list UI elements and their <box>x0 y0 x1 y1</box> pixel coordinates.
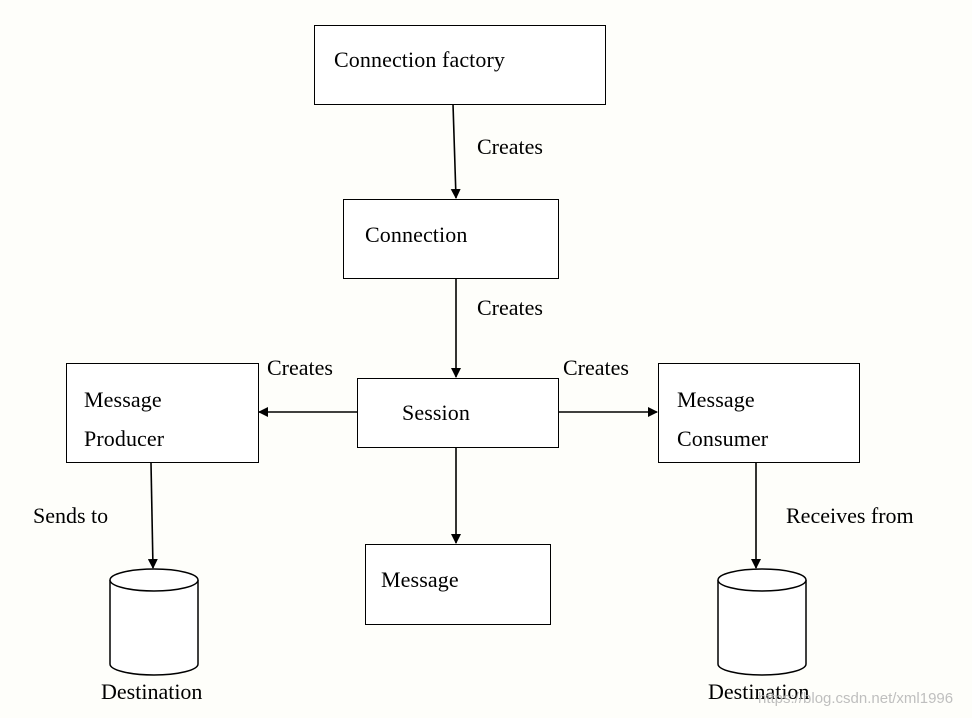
edge-label-session-creates-consumer: Creates <box>563 355 629 380</box>
session-label: Session <box>402 400 470 425</box>
message-producer-box <box>66 363 259 463</box>
session-box <box>357 378 559 448</box>
connection-label: Connection <box>365 222 468 247</box>
arrow-factory-to-connection <box>450 103 461 199</box>
edge-label-sends-to: Sends to <box>33 503 109 528</box>
edge-label-connection-creates-session: Creates <box>477 295 543 320</box>
connection-factory-box <box>314 25 606 105</box>
edge-label-session-creates-producer: Creates <box>267 355 333 380</box>
message-consumer-label-line-2: Consumer <box>677 426 769 451</box>
arrow-producer-to-destination <box>147 462 158 569</box>
message-consumer-box <box>658 363 860 463</box>
edge-label-receives-from: Receives from <box>786 503 914 528</box>
message-box <box>365 544 551 625</box>
destination-right-cylinder <box>717 568 807 676</box>
message-producer-label-line-2: Producer <box>84 426 165 451</box>
message-label: Message <box>381 567 459 592</box>
connection-factory-label: Connection factory <box>334 47 506 72</box>
message-consumer-label-line-1: Message <box>677 387 755 412</box>
connection-box <box>343 199 559 279</box>
message-producer-label-line-1: Message <box>84 387 162 412</box>
destination-right-label: Destination <box>708 679 810 704</box>
watermark: https://blog.csdn.net/xml1996 <box>758 690 954 707</box>
destination-left-label: Destination <box>101 679 203 704</box>
edge-label-factory-creates-connection: Creates <box>477 134 543 159</box>
destination-left-cylinder <box>109 568 199 676</box>
